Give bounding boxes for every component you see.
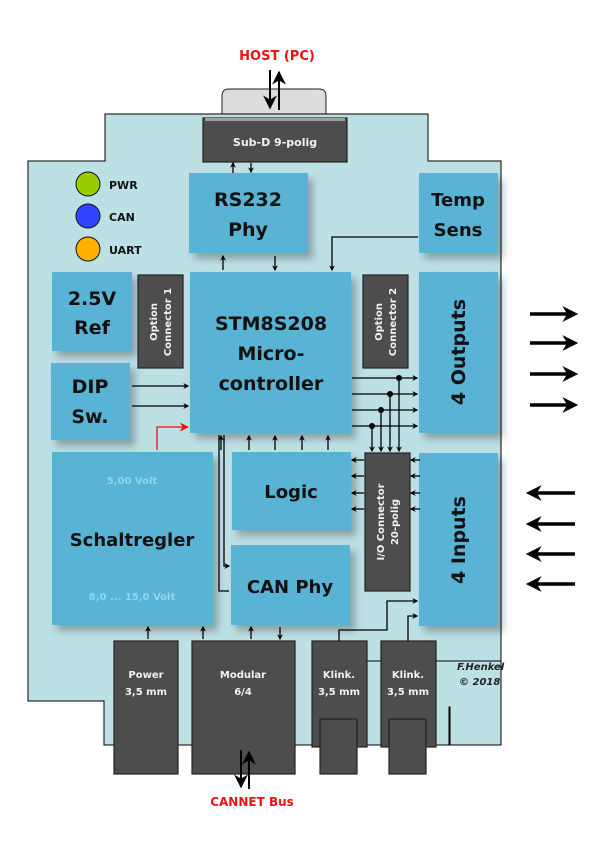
- led-can: CAN: [75, 203, 135, 229]
- led-pwr-label: PWR: [109, 179, 138, 192]
- rs232-label-2: Phy: [228, 219, 268, 241]
- modular-label-2: 6/4: [234, 687, 252, 698]
- mcu-label-3: controller: [219, 373, 324, 395]
- modular-jack: Modular 6/4: [191, 640, 296, 775]
- klinke-jack-1: Klink. 3,5 mm: [311, 640, 368, 775]
- opt1-label-2: Connector 1: [163, 288, 174, 356]
- regulator-output-voltage: 5,00 Volt: [107, 476, 158, 487]
- mcu-label-2: Micro-: [238, 343, 305, 365]
- opt2-label-1: Option: [374, 303, 385, 341]
- outputs-label: 4 Outputs: [448, 299, 470, 405]
- modular-label-1: Modular: [220, 670, 266, 681]
- led-uart-label: UART: [109, 244, 142, 257]
- regulator-title: Schaltregler: [70, 530, 195, 551]
- klinke-jack-2: Klink. 3,5 mm: [380, 640, 437, 775]
- temp-label-1: Temp: [431, 190, 485, 211]
- temp-label-2: Sens: [434, 220, 483, 241]
- klink1-label-2: 3,5 mm: [318, 687, 360, 698]
- rs232-label-1: RS232: [214, 189, 282, 211]
- mcu-label-1: STM8S208: [215, 313, 327, 335]
- led-pwr: PWR: [75, 171, 138, 197]
- host-label: HOST (PC): [239, 49, 315, 64]
- ref-label-2: Ref: [74, 317, 111, 339]
- can-phy-label: CAN Phy: [247, 577, 333, 598]
- dip-switch-block: DIP Sw.: [51, 363, 130, 440]
- logic-label: Logic: [264, 482, 318, 503]
- dip-label-2: Sw.: [71, 406, 108, 428]
- can-phy-block: CAN Phy: [231, 545, 350, 625]
- subd-connector: Sub-D 9-polig: [202, 117, 348, 163]
- outputs-block: 4 Outputs: [419, 272, 498, 433]
- klink2-label-2: 3,5 mm: [387, 687, 429, 698]
- option-connector-2: Option Connector 2: [362, 274, 409, 369]
- power-jack: Power 3,5 mm: [113, 640, 179, 775]
- io-label-2: 20-polig: [390, 499, 401, 545]
- switching-regulator-block: 5,00 Volt Schaltregler 8,0 ... 15,0 Volt: [52, 452, 213, 625]
- dip-label-1: DIP: [72, 376, 109, 398]
- subd-label: Sub-D 9-polig: [233, 136, 317, 149]
- opt1-label-1: Option: [149, 303, 160, 341]
- klink1-label-1: Klink.: [323, 670, 355, 681]
- credit-year: © 2018: [459, 677, 500, 688]
- rs232-phy-block: RS232 Phy: [189, 173, 308, 253]
- power-label-1: Power: [128, 670, 163, 681]
- inputs-label: 4 Inputs: [448, 496, 470, 584]
- voltage-ref-block: 2.5V Ref: [52, 272, 132, 351]
- temp-sensor-block: Temp Sens: [419, 173, 498, 253]
- inputs-block: 4 Inputs: [419, 453, 498, 626]
- power-label-2: 3,5 mm: [125, 687, 167, 698]
- credit-author: F.Henkel: [457, 662, 505, 673]
- led-can-label: CAN: [109, 211, 135, 224]
- io-connector: I/O Connector 20-polig: [364, 452, 411, 592]
- klink2-label-1: Klink.: [392, 670, 424, 681]
- regulator-input-voltage: 8,0 ... 15,0 Volt: [89, 592, 176, 603]
- output-arrows: [530, 306, 579, 413]
- io-label-1: I/O Connector: [376, 483, 387, 560]
- microcontroller-block: STM8S208 Micro- controller: [190, 272, 351, 433]
- bus-label: CANNET Bus: [210, 795, 294, 809]
- wiring: [132, 161, 420, 641]
- led-uart: UART: [75, 236, 142, 262]
- input-arrows: [525, 485, 575, 592]
- subd-shell: [221, 88, 327, 117]
- ref-label-1: 2.5V: [68, 288, 117, 310]
- logic-block: Logic: [232, 452, 351, 530]
- option-connector-1: Option Connector 1: [137, 274, 184, 369]
- opt2-label-2: Connector 2: [388, 288, 399, 356]
